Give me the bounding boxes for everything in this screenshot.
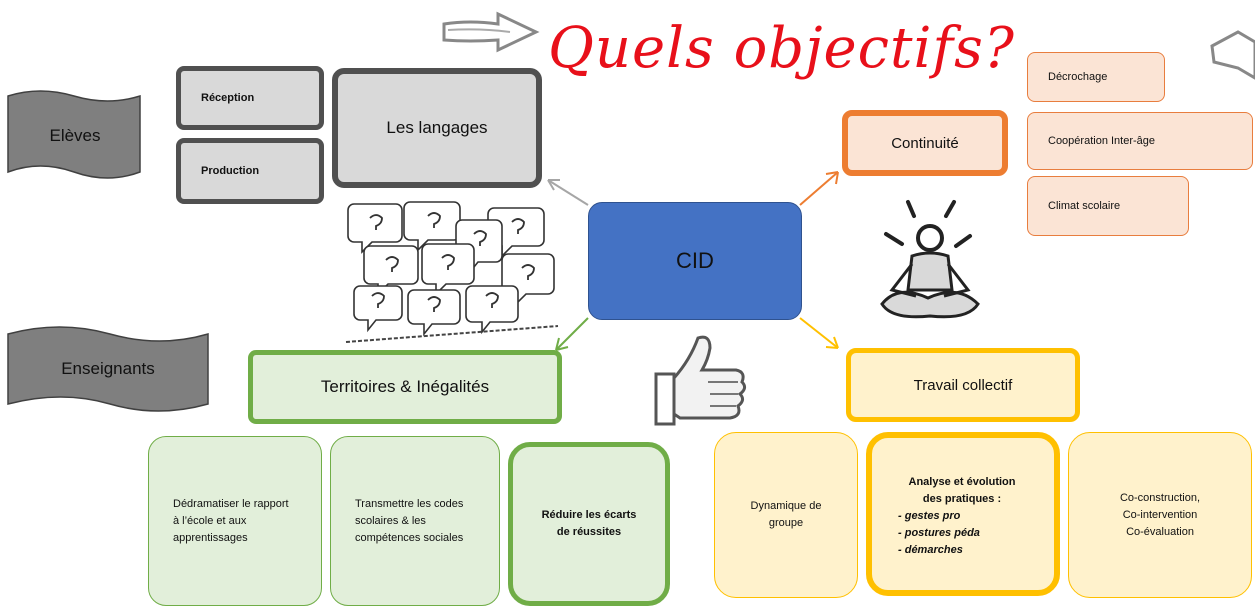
coconstruction-line: Co-construction, [1119, 491, 1201, 504]
eleves-banner: Elèves [4, 88, 146, 192]
analyse-bullet: - gestes pro [898, 510, 961, 522]
enseignants-banner: Enseignants [4, 322, 212, 422]
territoires-box: Territoires & Inégalités [248, 350, 562, 424]
langages-box: Les langages [332, 68, 542, 188]
arrow-right-icon [442, 11, 540, 53]
transmettre-text: Transmettre les codes scolaires & les co… [355, 497, 464, 544]
analyse-title: Analyse et évolution des pratiques : [908, 476, 1016, 505]
cooperation-box: Coopération Inter-âge [1027, 112, 1253, 170]
dedramatiser-box: Dédramatiser le rapport à l’école et aux… [148, 436, 322, 606]
dedramatiser-text: Dédramatiser le rapport à l’école et aux… [173, 497, 289, 544]
analyse-bullet: - postures péda [898, 527, 980, 539]
continuite-box: Continuité [842, 110, 1008, 176]
coconstruction-box: Co-construction, Co-intervention Co-éval… [1068, 432, 1252, 598]
eleves-label: Elèves [49, 126, 101, 145]
reduire-text: Réduire les écarts de réussites [541, 509, 637, 538]
speech-bubbles-icon [345, 201, 559, 343]
arrow-right-icon [1210, 30, 1255, 80]
climat-box: Climat scolaire [1027, 176, 1189, 236]
meditation-icon [880, 200, 980, 319]
transmettre-box: Transmettre les codes scolaires & les co… [330, 436, 500, 606]
analyse-bullet: - démarches [898, 544, 963, 556]
dynamique-text: Dynamique de groupe [750, 500, 822, 529]
reduire-box: Réduire les écarts de réussites [508, 442, 670, 606]
thumbs-up-icon [654, 335, 747, 426]
coconstruction-line: Co-évaluation [1126, 525, 1194, 538]
production-box: Production [176, 138, 324, 204]
travail-collectif-box: Travail collectif [846, 348, 1080, 422]
coconstruction-line: Co-intervention [1122, 508, 1198, 521]
reception-box: Réception [176, 66, 324, 130]
enseignants-label: Enseignants [61, 359, 155, 378]
decrochage-box: Décrochage [1027, 52, 1165, 102]
page-title: Quels objectifs? [548, 16, 1015, 81]
cid-node: CID [588, 202, 802, 320]
dynamique-box: Dynamique de groupe [714, 432, 858, 598]
analyse-box: Analyse et évolution des pratiques : - g… [866, 432, 1060, 596]
